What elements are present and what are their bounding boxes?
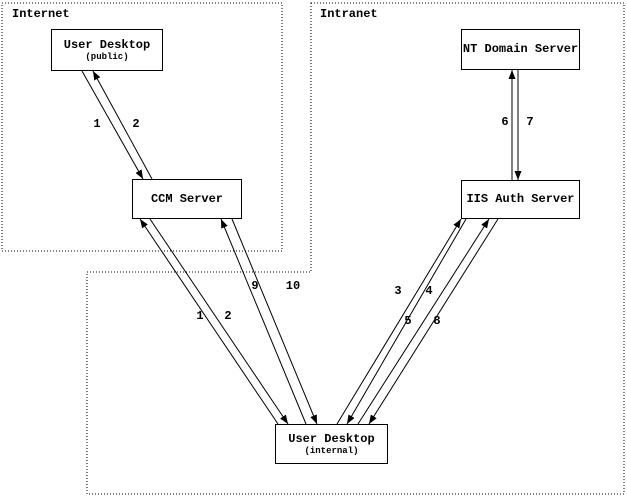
edge-label-8: 8 [433, 314, 441, 328]
node-sublabel: (public) [85, 51, 129, 62]
edge-line-10-ccm-to-internal [231, 218, 318, 425]
edge-label-3: 3 [394, 284, 402, 298]
edge-label-6: 6 [501, 115, 509, 129]
edge-label-2-public: 2 [132, 117, 140, 131]
node-user-desktop-internal: User Desktop (internal) [275, 424, 388, 464]
node-ccm-server: CCM Server [132, 179, 242, 219]
intranet-zone-border [86, 2, 625, 495]
edge-line-1-internal-to-ccm [139, 218, 279, 425]
edge-line-9-internal-to-ccm [220, 218, 307, 425]
edge-label-1-public: 1 [93, 117, 101, 131]
node-label: User Desktop [288, 431, 375, 446]
edge-label-10: 10 [285, 279, 301, 293]
internet-zone-label: Internet [12, 7, 70, 21]
edge-line-2-ccm-to-internal [149, 218, 289, 425]
node-nt-domain-server: NT Domain Server [461, 29, 580, 70]
edge-label-2-internal: 2 [224, 309, 232, 323]
node-label: IIS Auth Server [466, 192, 575, 206]
node-label: CCM Server [150, 191, 223, 206]
edge-label-7: 7 [526, 115, 534, 129]
edge-label-1-internal: 1 [196, 309, 204, 323]
edge-label-4: 4 [425, 284, 433, 298]
node-label: User Desktop [63, 37, 151, 52]
edge-line-3-internal-to-iis [336, 218, 462, 425]
node-sublabel: (internal) [304, 445, 359, 456]
intranet-zone-label: Intranet [320, 7, 378, 21]
edge-line-5-internal-to-iis [357, 218, 490, 425]
node-iis-auth-server: IIS Auth Server [461, 180, 580, 219]
edge-line-2-ccm-to-public [92, 70, 153, 180]
edge-line-4-iis-to-internal [346, 218, 467, 425]
node-label: NT Domain Server [462, 42, 579, 56]
edge-label-5: 5 [404, 314, 412, 328]
edge-line-8-iis-to-internal [368, 218, 499, 425]
edge-label-9: 9 [251, 279, 259, 293]
edge-line-1-public-to-ccm [81, 70, 144, 180]
node-user-desktop-public: User Desktop (public) [51, 29, 163, 71]
